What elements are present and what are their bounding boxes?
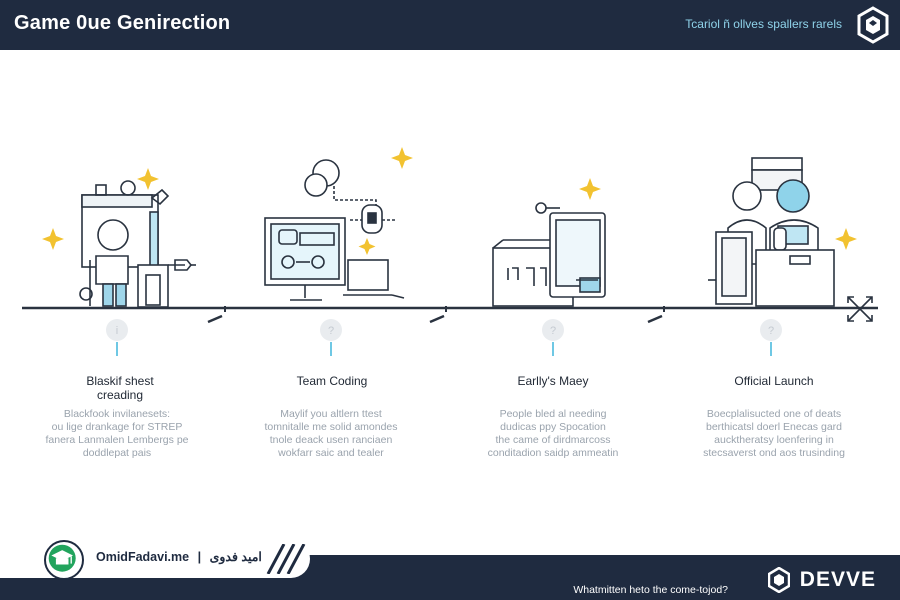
graduation-cap-icon [48,544,76,572]
stage-1-desc-line-3: fanera Lanmalen Lembergs pe [45,434,189,446]
stage-4-desc-line-2: berthicatsl doerl Enecas gard [706,421,842,433]
timeline-tick-2 [429,306,447,324]
stage-3-desc-line-4: conditadion saidp ammeatin [487,447,619,459]
stage-2-desc-line-3: tnole deack usen ranciaen [269,434,393,446]
stage-4-illustration [708,157,835,307]
stage-2-description: Maylif you altlern ttest tomnitalle me s… [236,408,426,460]
devve-logo-icon [768,567,790,593]
svg-text:?: ? [768,325,774,337]
stage-3-desc-line-1: People bled al needing [499,408,607,420]
sparkle-icon [358,147,413,255]
stage-3-description: People bled al needing dudicas ppy Spoca… [458,408,648,460]
brand-name-fa: امید فدوی [209,550,262,564]
footer-brand-text[interactable]: OmidFadavi.me | امید فدوی [96,549,262,564]
stage-1-illustration [79,180,196,308]
stage-3-desc-line-3: the came of dirdmarcoss [495,434,611,446]
stage-2-title: Team Coding [247,374,417,388]
footer-question: Whatmitten heto the come-tojod? [573,584,728,596]
brand-website: OmidFadavi.me [96,550,190,564]
stage-3-title-line-1: Earlly's Maey [517,374,589,388]
graduation-cap-logo[interactable] [44,540,84,580]
devve-logo-text: DEVVE [799,568,876,591]
stage-3-desc-line-2: dudicas ppy Spocation [500,421,606,433]
stage-2-title-line-1: Team Coding [296,374,368,388]
stage-marker-3: ? [542,319,564,356]
stage-4-desc-line-4: stecsaverst ond aos trusinding [703,447,845,459]
expand-arrows-icon [847,296,873,322]
stage-1-title-line-2: creading [96,388,144,402]
hexagon-logo-icon [857,6,889,44]
stage-1-title-line-1: Blaskif shest [86,374,154,388]
stage-2-illustration [264,159,405,301]
stage-4-title: Official Launch [689,374,859,388]
stage-2-desc-line-4: wokfarr saic and tealer [278,447,384,459]
svg-text:?: ? [328,325,334,337]
stage-marker-2: ? [320,319,342,356]
stage-1-desc-line-2: ou lige drankage for STREP [51,421,183,433]
stage-marker-4: ? [760,319,782,356]
page-title: Game 0ue Genirection [14,12,231,34]
timeline-tick-1 [207,306,226,324]
stage-4-desc-line-3: aucktheratsy loenfering in [714,434,834,446]
stage-1-desc-line-4: doddlepat pais [82,447,152,459]
stage-1-description: Blackfook invilanesets: ou lige drankage… [22,408,212,460]
header-bar: Game 0ue Genirection Tcariol ñ ollves sp… [0,0,900,50]
diagonal-stripes-decoration [266,544,306,574]
stage-marker-1: i [106,319,128,356]
header-tagline: Tcariol ñ ollves spallers rarels [685,17,842,31]
stage-2-desc-line-1: Maylif you altlern ttest [280,408,382,420]
svg-text:?: ? [550,325,556,337]
stage-4-title-line-1: Official Launch [734,374,814,388]
timeline-tick-3 [647,306,665,324]
stage-4-desc-line-1: Boecplalisucted one of deats [706,408,842,420]
sparkle-icon [579,178,601,200]
stage-4-description: Boecplalisucted one of deats berthicatsl… [679,408,869,460]
sparkle-icon [42,168,159,250]
stage-3-title: Earlly's Maey [468,374,638,388]
timeline-illustration: i ? ? ? [22,147,878,356]
stage-1-title: Blaskif shest creading [35,374,205,402]
brand-separator: | [197,550,202,564]
stage-2-desc-line-2: tomnitalle me solid amondes [264,421,398,433]
svg-text:i: i [116,325,118,337]
sparkle-icon [835,228,857,250]
stage-3-illustration [492,202,606,307]
stage-1-desc-line-1: Blackfook invilanesets: [63,408,171,420]
